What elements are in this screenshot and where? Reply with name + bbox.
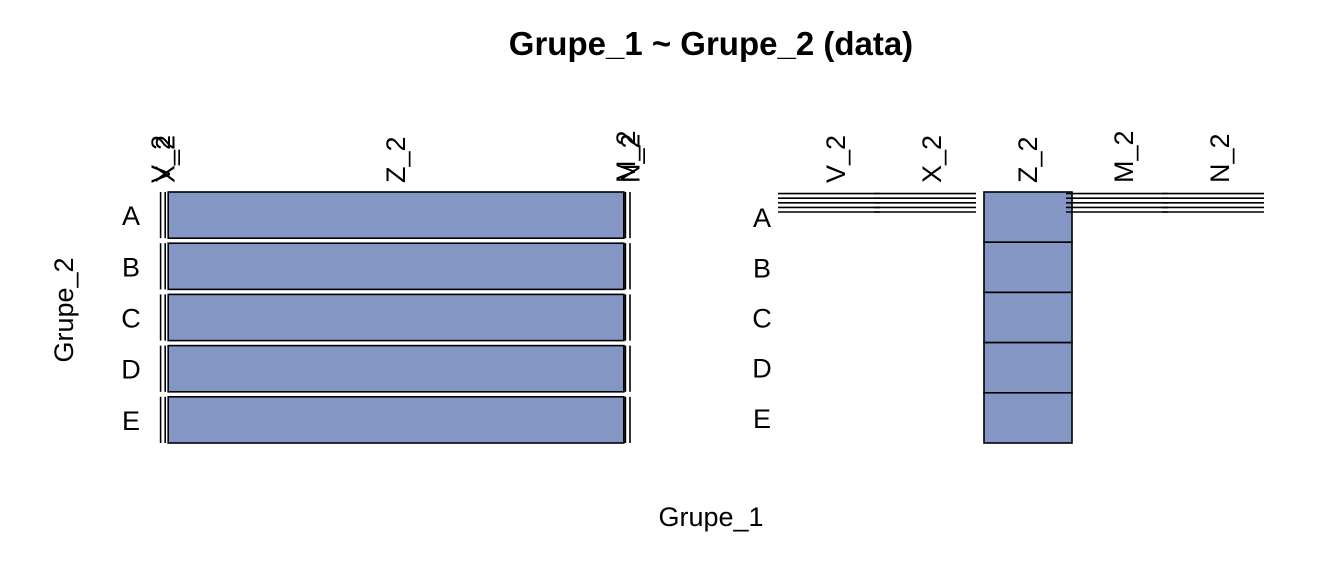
column-v-2: V_2 — [778, 135, 880, 213]
left-col-label-x-2: X_2 — [151, 135, 181, 183]
cell-e-z-2 — [167, 395, 625, 444]
cell-a-z-2 — [167, 191, 625, 240]
left-col-label-n-2: N_2 — [615, 133, 645, 183]
column-x-2: X_2 — [874, 135, 976, 213]
chart-title: Grupe_1 ~ Grupe_2 (data) — [509, 25, 913, 62]
right-row-label-b: B — [753, 253, 771, 283]
right-row-label-d: D — [752, 354, 772, 384]
row-d: D — [121, 344, 631, 393]
cell-z-2-a — [983, 191, 1073, 244]
right-row-label-a: A — [753, 203, 771, 233]
cell-b-z-2 — [167, 242, 625, 291]
cell-z-2-d — [983, 341, 1073, 394]
row-e: E — [122, 395, 631, 444]
right-col-label-z-2: Z_2 — [1013, 136, 1043, 183]
left-col-label-z-2: Z_2 — [381, 136, 411, 183]
right-col-label-v-2: V_2 — [821, 135, 851, 183]
left-col-label-m-2: M_2 — [611, 130, 641, 183]
row-c: C — [121, 293, 631, 342]
right-col-label-m-2: M_2 — [1109, 130, 1139, 183]
row-label-c: C — [121, 304, 141, 334]
row-label-b: B — [122, 252, 140, 282]
right-row-label-e: E — [753, 404, 771, 434]
cell-c-z-2 — [167, 293, 625, 342]
row-a: A — [122, 191, 631, 240]
row-label-a: A — [122, 201, 140, 231]
column-n-2: N_2 — [1162, 133, 1264, 213]
y-axis-label: Grupe_2 — [49, 257, 79, 362]
cell-z-2-b — [983, 241, 1073, 294]
row-label-d: D — [121, 355, 141, 385]
cell-z-2-e — [983, 391, 1073, 444]
right-col-label-x-2: X_2 — [917, 135, 947, 183]
column-m-2: M_2 — [1066, 130, 1168, 213]
right-row-label-c: C — [752, 304, 772, 334]
row-label-e: E — [122, 406, 140, 436]
x-axis-label: Grupe_1 — [658, 502, 763, 532]
cell-z-2-c — [983, 291, 1073, 344]
column-z-2: Z_2 — [983, 136, 1073, 444]
row-b: B — [122, 242, 631, 291]
left-col-label-v-2: V_2 — [146, 135, 176, 183]
cell-d-z-2 — [167, 344, 625, 393]
right-col-label-n-2: N_2 — [1205, 133, 1235, 183]
